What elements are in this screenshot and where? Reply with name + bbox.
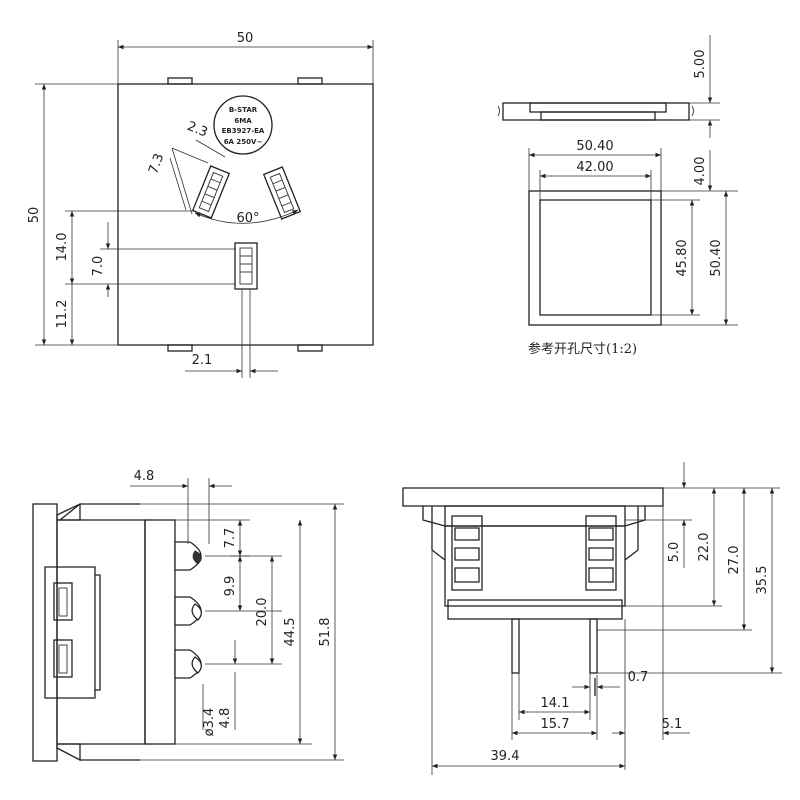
dim-4-8-bottom: 4.8 (218, 708, 233, 729)
dim-20-0: 20.0 (255, 598, 270, 627)
dim-15-7: 15.7 (541, 717, 570, 732)
dim-0-7: 0.7 (628, 670, 649, 685)
pin-middle (174, 596, 202, 626)
dim-39-4: 39.4 (491, 749, 520, 764)
dim-11-2: 11.2 (55, 300, 70, 329)
dim-22-0: 22.0 (697, 533, 712, 562)
dim-height-50: 50 (27, 207, 42, 224)
dim-width-50: 50 (237, 31, 254, 46)
terminal-earth (234, 242, 258, 290)
dim-2-3: 2.3 (185, 119, 210, 141)
svg-text:6MA: 6MA (234, 117, 252, 125)
brand-logo: B-STAR 6MA EB3927-EA 6A 250V~ (213, 95, 273, 155)
clip-left (451, 515, 483, 591)
dim-dia-3-4: ø3.4 (202, 708, 217, 737)
dim-51-8: 51.8 (318, 618, 333, 647)
front-view: B-STAR 6MA EB3927-EA 6A 250V~ (27, 31, 374, 378)
dim-4-8-top: 4.8 (134, 469, 155, 484)
bottom-view: 5.0 22.0 27.0 35.5 0.7 14.1 15.7 (402, 462, 782, 775)
dim-4-00: 4.00 (693, 157, 708, 186)
side-view: 4.8 7.7 9.9 20.0 44.5 51.8 ø3.4 4.8 (32, 469, 344, 762)
dim-5-1: 5.1 (662, 717, 683, 732)
clip-right (585, 515, 617, 591)
dim-7-0: 7.0 (91, 256, 106, 277)
svg-text:EB3927-EA: EB3927-EA (222, 127, 265, 135)
terminal-left (191, 165, 231, 219)
dim-27-0: 27.0 (727, 546, 742, 575)
angle-60: 60° (236, 211, 259, 226)
dim-50-40-horizontal: 50.40 (576, 139, 613, 154)
dim-7-7: 7.7 (223, 528, 238, 549)
pin-bottom (174, 649, 202, 679)
cutout-caption: 参考开孔尺寸(1:2) (528, 341, 637, 357)
dim-9-9: 9.9 (223, 576, 238, 597)
front-body-outline (117, 83, 374, 346)
dim-44-5: 44.5 (283, 618, 298, 647)
dim-35-5: 35.5 (755, 566, 770, 595)
dim-7-3: 7.3 (146, 152, 167, 177)
dim-50-40-vertical: 50.40 (709, 239, 724, 276)
panel-cutout: 5.00 50.40 42.00 4.00 45.80 50.40 参考开孔尺寸… (497, 35, 738, 357)
dim-5-00: 5.00 (693, 50, 708, 79)
dim-45-80: 45.80 (675, 239, 690, 276)
dim-14-1: 14.1 (541, 696, 570, 711)
dim-42-00: 42.00 (576, 160, 613, 175)
svg-text:B-STAR: B-STAR (229, 106, 258, 114)
dim-14-0: 14.0 (55, 233, 70, 262)
svg-text:6A 250V~: 6A 250V~ (224, 138, 263, 146)
dim-5-0: 5.0 (667, 542, 682, 563)
dim-2-1: 2.1 (192, 353, 213, 368)
pin-top (174, 541, 202, 571)
